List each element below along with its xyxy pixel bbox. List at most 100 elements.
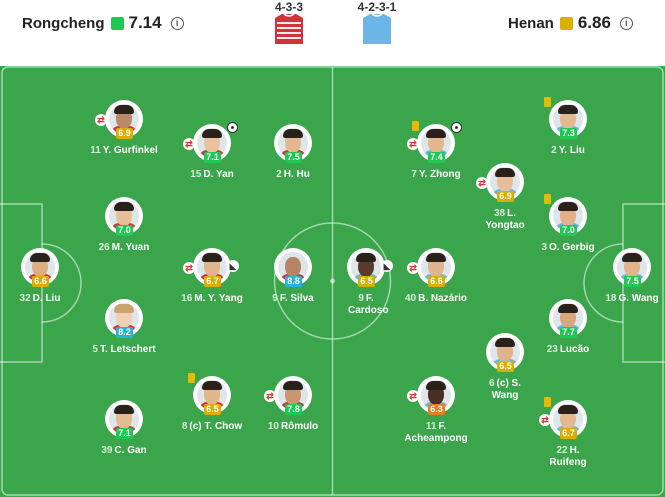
- substitution-icon: ⇄: [95, 114, 107, 126]
- yellow-card-icon: [544, 97, 551, 107]
- away-team-name[interactable]: Henan: [508, 14, 554, 32]
- goal-ball-icon: [227, 122, 238, 133]
- player-name-label: 6(c) S. Wang: [483, 378, 527, 402]
- player-photo: 7.8 ⇄: [264, 376, 312, 415]
- player-rating: 7.7: [560, 327, 577, 338]
- player-photo: 6.6: [21, 248, 59, 287]
- player-photo: 6.5: [486, 333, 524, 372]
- player-number: 2: [551, 145, 557, 156]
- substitution-icon: ⇄: [407, 262, 419, 274]
- substitution-icon: ⇄: [183, 138, 195, 150]
- player-photo: 6.6 ⇄: [407, 248, 455, 287]
- player-number: 16: [181, 293, 193, 304]
- player-photo: 6.9⇄: [95, 100, 143, 139]
- player-wang_s[interactable]: 6.5 6(c) S. Wang: [465, 333, 545, 402]
- player-number: 32: [19, 293, 31, 304]
- player-number: 18: [605, 293, 617, 304]
- player-name: G. Wang: [618, 293, 659, 304]
- player-rating: 6.5: [204, 404, 221, 415]
- substitution-icon: ⇄: [264, 390, 276, 402]
- player-number: 40: [404, 293, 417, 304]
- player-photo: 6.9⇄: [476, 163, 524, 202]
- player-rating: 6.6: [428, 276, 445, 287]
- home-formation: 4-3-3: [274, 0, 303, 14]
- home-team-name[interactable]: Rongcheng: [22, 14, 105, 32]
- player-photo: 6.5: [188, 373, 231, 415]
- yellow-card-icon: [544, 397, 551, 407]
- player-number: 9: [272, 293, 278, 304]
- player-rating: 6.5: [358, 276, 375, 287]
- assist-boot-icon: ◣: [227, 260, 239, 272]
- player-number: 5: [92, 344, 98, 355]
- substitution-icon: ⇄: [183, 262, 195, 274]
- yellow-card-icon: [544, 194, 551, 204]
- away-team-rating: 6.86: [577, 13, 611, 32]
- away-kit-icon: [363, 13, 391, 44]
- player-rating: 7.8: [285, 404, 302, 415]
- player-rating: 7.4: [428, 152, 445, 163]
- player-name: C. Gan: [114, 445, 147, 456]
- player-name: (c) S. Wang: [491, 378, 521, 401]
- player-photo: 7.5: [613, 248, 651, 287]
- player-rating: 7.1: [204, 152, 221, 163]
- match-header: Rongcheng 7.14 i 4-3-3 4-2-3-1 Henan 6.8…: [0, 0, 665, 66]
- player-rating: 6.7: [204, 276, 221, 287]
- player-rating: 7.0: [560, 225, 577, 236]
- player-name: H. Hu: [283, 169, 310, 180]
- player-rating: 8.8: [285, 276, 302, 287]
- home-kit-icon: [275, 13, 303, 44]
- substitution-icon: ⇄: [476, 177, 488, 189]
- player-number: 15: [190, 169, 202, 180]
- pitch-lines: [0, 66, 665, 496]
- player-number: 2: [276, 169, 282, 180]
- away-formation: 4-2-3-1: [357, 0, 397, 14]
- player-rating: 7.5: [624, 276, 641, 287]
- away-info-icon[interactable]: i: [619, 16, 633, 30]
- player-number: 23: [546, 344, 558, 355]
- player-rating: 6.5: [497, 361, 514, 372]
- player-name: Y. Gurfinkel: [102, 145, 158, 156]
- yellow-card-icon: [188, 373, 195, 383]
- player-name: D. Liu: [32, 293, 61, 304]
- home-info-icon[interactable]: i: [170, 16, 184, 30]
- home-rating-swatch: [110, 16, 124, 30]
- yellow-card-icon: [412, 121, 419, 131]
- player-rating: 7.5: [285, 152, 302, 163]
- player-name: Y. Zhong: [418, 169, 461, 180]
- away-team-summary: Henan 6.86 i: [508, 11, 633, 35]
